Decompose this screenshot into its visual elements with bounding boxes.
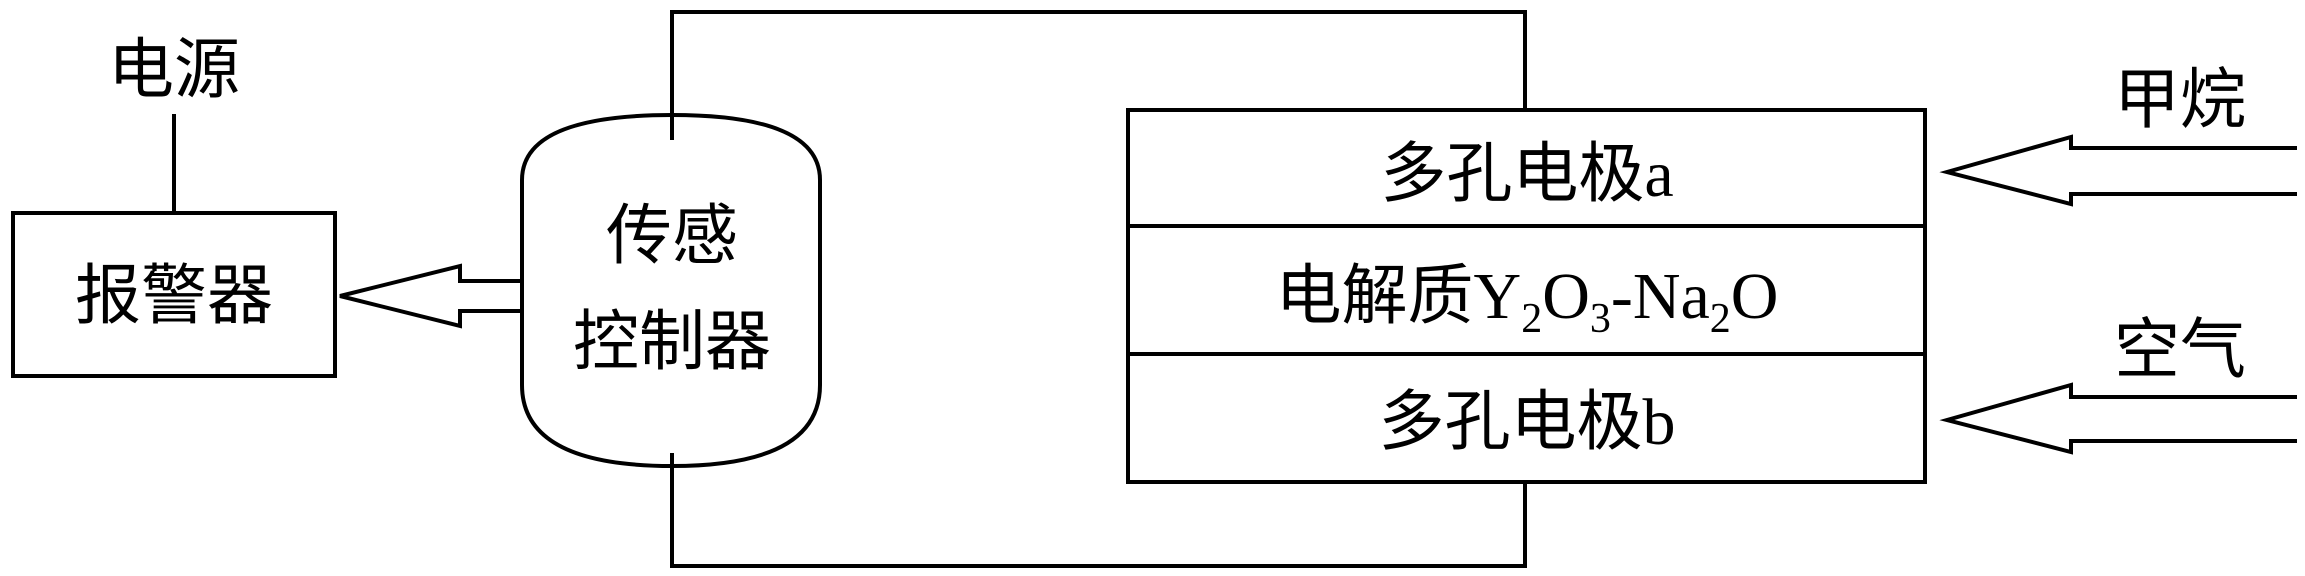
electrode-a-label: 多孔电极a bbox=[1380, 138, 1673, 211]
fuel-cell-stack bbox=[1126, 108, 1927, 484]
bottom-wire bbox=[670, 453, 1527, 568]
alarm-box bbox=[11, 211, 337, 378]
electrolyte-label: 电解质Y2O3-Na2O bbox=[1276, 260, 1779, 342]
top-wire bbox=[670, 10, 1527, 140]
air-arrow bbox=[1939, 382, 2297, 455]
signal-arrow bbox=[339, 263, 522, 329]
methane-arrow bbox=[1939, 134, 2297, 207]
electrode-b-label: 多孔电极b bbox=[1379, 386, 1676, 459]
air-label: 空气 bbox=[2114, 314, 2246, 387]
sensor-controller-shape bbox=[520, 112, 822, 469]
sensor-label-line2: 控制器 bbox=[573, 306, 771, 379]
alarm-label: 报警器 bbox=[75, 260, 273, 333]
sensor-label-line1: 传感 bbox=[606, 200, 738, 273]
methane-label: 甲烷 bbox=[2114, 64, 2246, 137]
power-label: 电源 bbox=[108, 34, 240, 107]
